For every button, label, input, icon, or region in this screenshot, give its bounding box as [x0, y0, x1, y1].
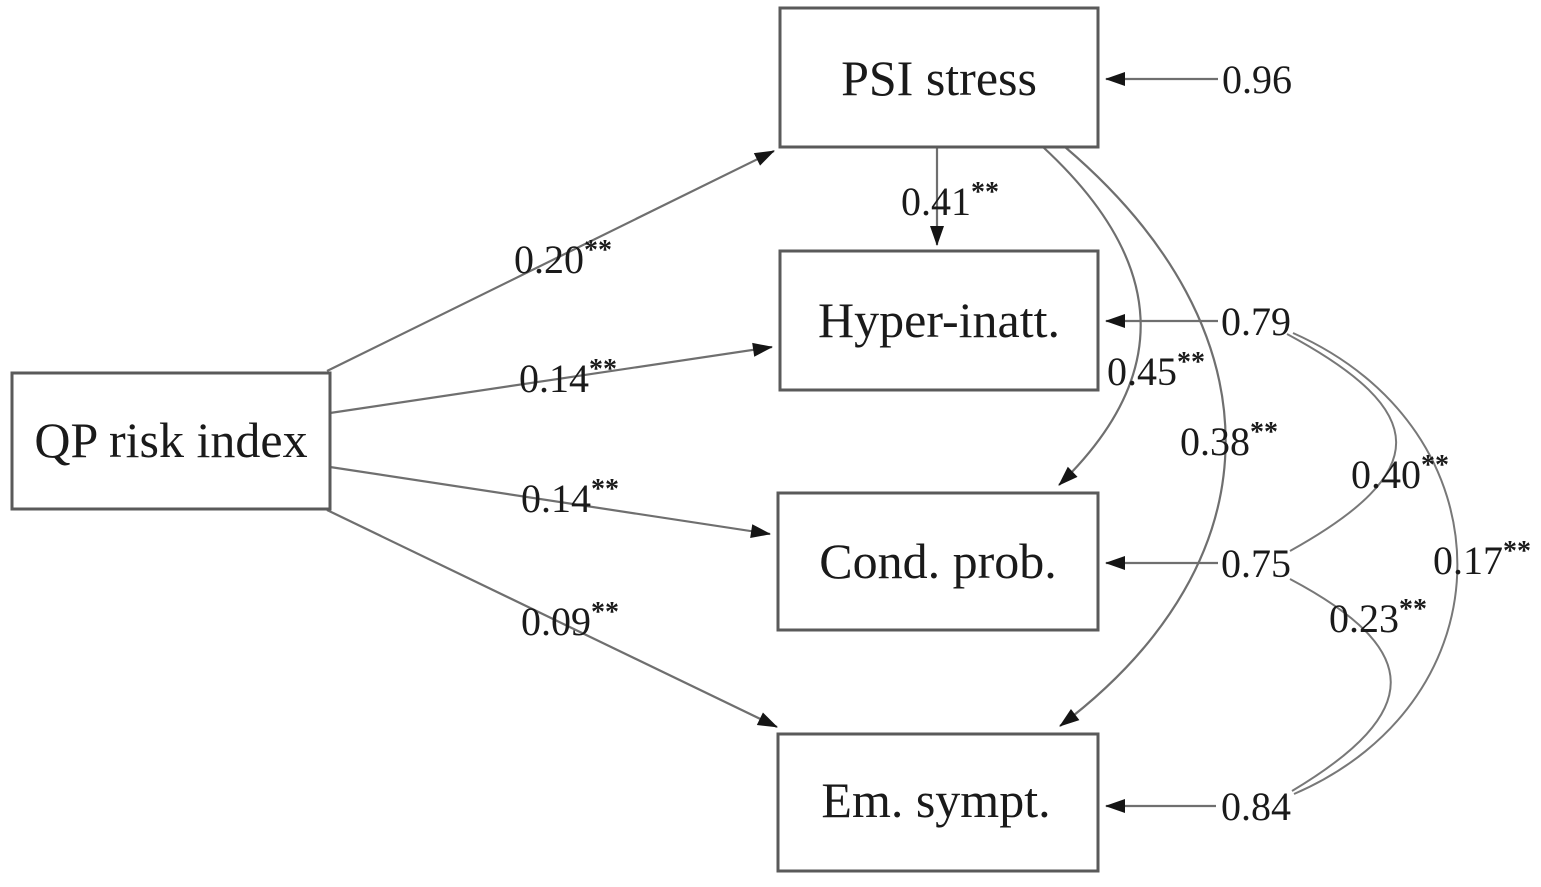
node-qp-risk-index-box: [10, 371, 332, 511]
path-qp-to-hyper-arrow: [329, 342, 773, 415]
node-psi-stress-box: [778, 6, 1100, 149]
node-hyper-inatt-label: Hyper-inatt.: [818, 292, 1060, 348]
covariance-hyper-cond-label: 0.40**: [1351, 450, 1449, 497]
residual-psi-label: 0.96: [1222, 57, 1292, 102]
coef-qp-hyper-label: 0.14**: [519, 354, 617, 401]
residual-em-label: 0.84: [1221, 784, 1291, 829]
path-qp-to-em-arrow: [326, 509, 778, 728]
coef-psi-em-label: 0.38**: [1180, 417, 1278, 464]
path-psi-to-em-arrow: [1059, 146, 1227, 727]
path-qp-to-psi-arrow: [326, 150, 775, 372]
covariance-cond-em-curve: [1289, 578, 1392, 792]
residual-cond-label: 0.75: [1221, 541, 1291, 586]
node-cond-prob-box: [776, 491, 1100, 632]
coef-qp-psi-label: 0.20**: [514, 235, 612, 282]
covariance-hyper-em-label: 0.17**: [1433, 536, 1531, 583]
node-hyper-inatt-box: [778, 249, 1100, 392]
residual-hyper-label: 0.79: [1221, 299, 1291, 344]
covariance-hyper-cond-curve: [1286, 333, 1398, 552]
coef-psi-cond-label: 0.45**: [1107, 347, 1205, 394]
path-qp-to-cond-arrow: [329, 465, 771, 539]
covariance-cond-em-label: 0.23**: [1329, 594, 1427, 641]
coef-qp-em-label: 0.09**: [521, 597, 619, 644]
coef-psi-hyper-label: 0.41**: [901, 177, 999, 224]
coef-qp-cond-label: 0.14**: [521, 474, 619, 521]
node-cond-prob-label: Cond. prob.: [819, 533, 1057, 589]
covariance-hyper-em-curve: [1292, 332, 1459, 795]
node-em-sympt-label: Em. sympt.: [821, 772, 1050, 828]
node-psi-stress-label: PSI stress: [841, 50, 1037, 106]
path-psi-to-cond-arrow: [1042, 146, 1142, 486]
node-qp-risk-index-label: QP risk index: [34, 412, 307, 468]
node-em-sympt-box: [776, 732, 1100, 873]
